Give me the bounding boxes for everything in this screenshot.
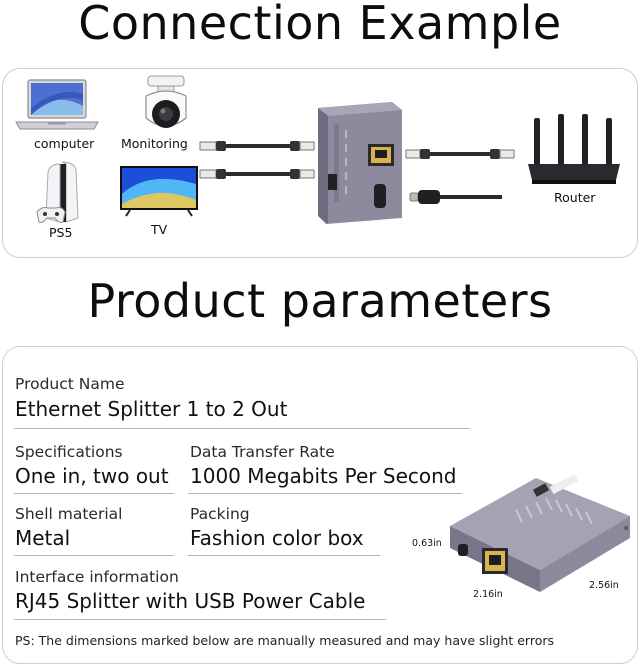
ethernet-cable-top-left [199,141,315,151]
ethernet-cable-bottom-left [199,169,315,179]
computer-label: computer [34,136,95,151]
shell-material-label: Shell material [15,505,123,523]
tv-label: TV [151,222,168,237]
data-transfer-rate-value: 1000 Megabits Per Second [190,464,457,488]
ethernet-cable-right [405,149,515,159]
shell-material-value: Metal [15,526,71,550]
measurement-note: PS: The dimensions marked below are manu… [15,633,555,648]
data-transfer-rate-label: Data Transfer Rate [190,443,335,461]
connection-example-title: Connection Example [78,0,562,50]
divider-data-rate [188,493,462,494]
tv-icon [120,166,198,217]
ps5-label: PS5 [49,225,73,240]
dimension-height: 0.63in [412,538,442,549]
splitter-product-image [450,473,630,592]
interface-information-value: RJ45 Splitter with USB Power Cable [15,589,366,613]
monitoring-camera-icon [145,75,187,128]
specifications-label: Specifications [15,443,123,461]
divider-shell [14,555,174,556]
ethernet-splitter-device-icon [318,102,402,224]
packing-label: Packing [190,505,250,523]
router-label: Router [554,190,596,205]
divider-product-name [14,428,470,429]
usb-power-cable [409,190,502,204]
product-name-label: Product Name [15,375,125,393]
dimension-width: 2.16in [473,589,503,600]
ps5-console-icon [36,161,79,223]
monitoring-label: Monitoring [121,136,188,151]
dimension-depth: 2.56in [589,580,619,591]
product-parameters-title: Product parameters [87,274,553,328]
divider-interface [14,619,386,620]
divider-specifications [14,493,174,494]
packing-value: Fashion color box [190,526,364,550]
interface-information-label: Interface information [15,568,179,586]
router-icon [528,114,620,184]
product-name-value: Ethernet Splitter 1 to 2 Out [15,397,288,421]
specifications-value: One in, two out [15,464,169,488]
computer-laptop-icon [15,79,99,130]
divider-packing [188,555,380,556]
